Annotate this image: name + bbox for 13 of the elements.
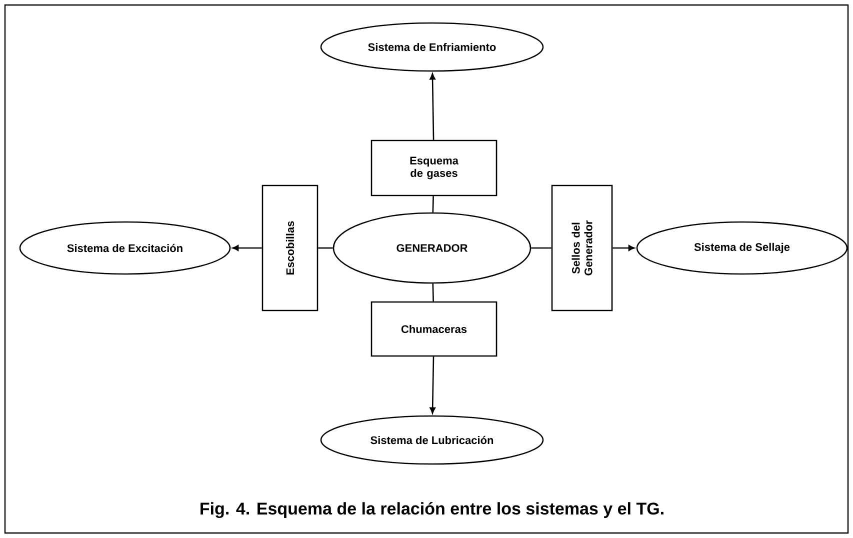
connector-line: [531, 247, 552, 249]
component-box: Esquema de gases: [370, 140, 498, 196]
caption: Fig. 4. Esquema de la relación entre los sistemas y el TG.: [200, 502, 664, 518]
arrow: [430, 73, 436, 140]
component-box: Chumaceras: [370, 301, 498, 357]
component-box: Escobillas: [262, 184, 318, 312]
component-box: Sellos del Generador: [551, 184, 613, 312]
arrow: [612, 245, 635, 251]
connector-line: [318, 247, 333, 249]
arrow: [430, 356, 436, 414]
arrow: [232, 245, 262, 251]
connector-line: [432, 196, 434, 212]
connector-line: [432, 284, 434, 302]
